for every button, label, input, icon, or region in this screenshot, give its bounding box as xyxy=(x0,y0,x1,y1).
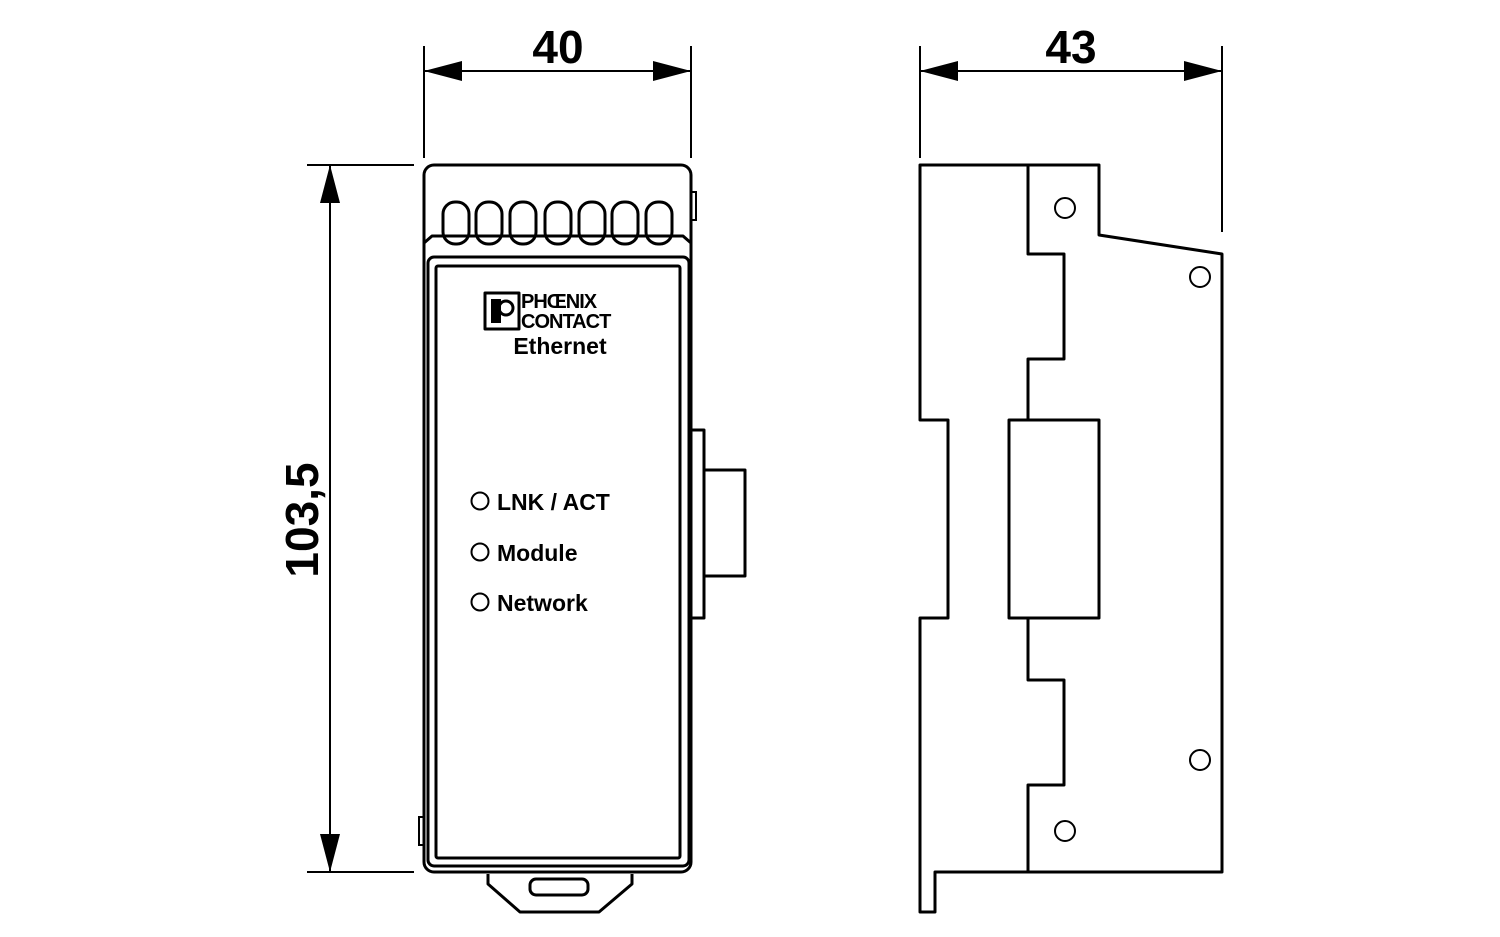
led-network: Network xyxy=(470,590,588,616)
side-view xyxy=(918,163,1224,914)
hole-icon xyxy=(1054,197,1076,219)
front-view: PHŒNIX CONTACT Ethernet LNK / ACT Module… xyxy=(418,163,747,914)
led-module: Module xyxy=(470,540,578,566)
led-list: LNK / ACT Module Network xyxy=(470,489,610,616)
dimension-width-side: 43 xyxy=(919,21,1223,232)
hole-icon xyxy=(1189,266,1211,288)
led-label-lnk-act: LNK / ACT xyxy=(497,489,610,515)
led-indicator-icon xyxy=(470,491,490,511)
dimension-height-value: 103,5 xyxy=(276,462,328,577)
side-inner-profile xyxy=(1026,165,1066,872)
din-rail-latch xyxy=(486,874,634,914)
led-label-network: Network xyxy=(497,590,588,616)
front-housing xyxy=(422,163,693,874)
phoenix-contact-logo: PHŒNIX CONTACT xyxy=(483,291,612,333)
rj45-connector xyxy=(689,428,747,620)
led-label-module: Module xyxy=(497,540,578,566)
led-indicator-icon xyxy=(470,542,490,562)
vent-band xyxy=(423,234,692,245)
hole-icon xyxy=(1054,820,1076,842)
hole-icon xyxy=(1189,749,1211,771)
front-panel-outer xyxy=(426,255,691,868)
led-lnk-act: LNK / ACT xyxy=(470,489,610,515)
dimension-width-front: 40 xyxy=(423,21,692,158)
dimension-width-front-value: 40 xyxy=(532,21,583,73)
led-indicator-icon xyxy=(470,592,490,612)
front-panel-inner xyxy=(434,264,682,860)
vent-slots xyxy=(441,200,674,246)
brand-line-1: PHŒNIX xyxy=(521,291,598,313)
side-housing-outline xyxy=(918,163,1224,914)
mounting-holes xyxy=(1054,197,1211,842)
din-rail-slot xyxy=(1007,418,1101,620)
dimension-height: 103,5 xyxy=(276,164,414,873)
product-label: Ethernet xyxy=(513,333,607,359)
brand-line-2: CONTACT xyxy=(521,311,611,333)
dimension-width-side-value: 43 xyxy=(1045,21,1096,73)
